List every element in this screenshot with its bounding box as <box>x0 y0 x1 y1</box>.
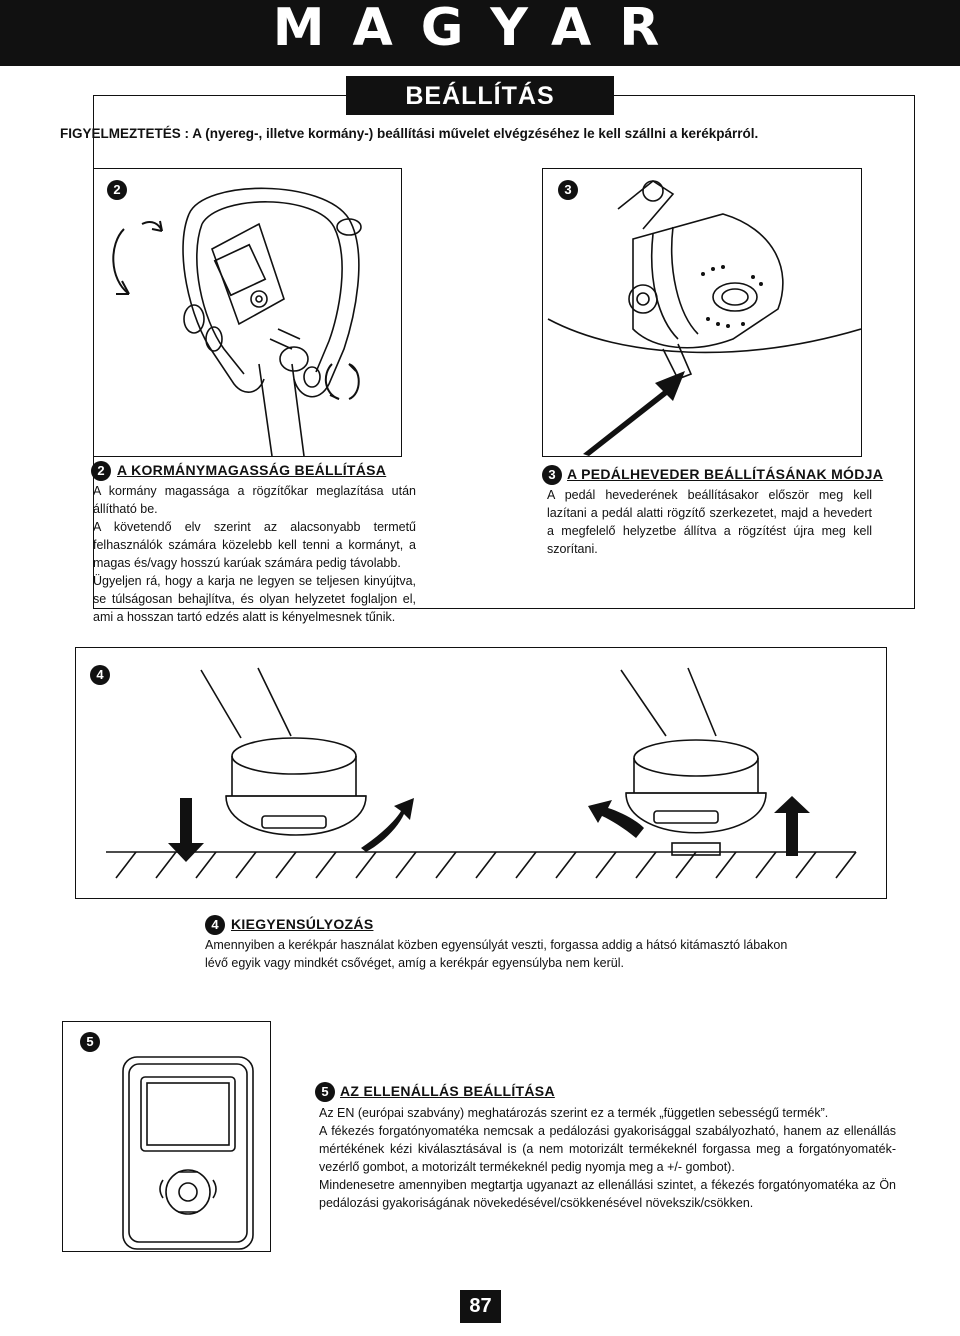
step-body: Az EN (európai szabvány) meghatározás sz… <box>319 1104 896 1212</box>
handlebar-illustration <box>112 187 362 456</box>
balance-illustration <box>106 667 857 879</box>
step-heading: AZ ELLENÁLLÁS BEÁLLÍTÁSA <box>340 1083 555 1099</box>
language-title: MAGYAR <box>272 0 688 58</box>
paragraph: A fékezés forgatónyomatéka nemcsak a ped… <box>319 1124 896 1174</box>
paragraph: A követendő elv szerint az alacsonyabb t… <box>93 520 416 570</box>
warning-text: FIGYELMEZTETÉS : A (nyereg-, illetve kor… <box>60 126 759 141</box>
figure-balance: 4 <box>75 647 887 899</box>
paragraph: Amennyiben a kerékpár használat közben e… <box>205 938 788 970</box>
figure-number: 4 <box>90 665 110 685</box>
paragraph: Mindenesetre amennyiben megtartja ugyana… <box>319 1178 896 1210</box>
header-bar <box>0 0 960 66</box>
step-number: 2 <box>91 461 111 481</box>
figure-number: 2 <box>107 180 127 200</box>
figure-number: 5 <box>80 1032 100 1052</box>
step-heading: A PEDÁLHEVEDER BEÁLLÍTÁSÁNAK MÓDJA <box>567 466 884 482</box>
paragraph: Ügyeljen rá, hogy a karja ne legyen se t… <box>93 574 416 624</box>
page-number: 87 <box>460 1290 501 1323</box>
step-body: A pedál hevederének beállításakor előszö… <box>547 486 872 558</box>
step-heading: KIEGYENSÚLYOZÁS <box>231 916 374 932</box>
paragraph: A pedál hevederének beállításakor előszö… <box>547 488 872 556</box>
paragraph: Az EN (európai szabvány) meghatározás sz… <box>319 1106 829 1120</box>
step-number: 3 <box>542 465 562 485</box>
step-number: 4 <box>205 915 225 935</box>
step-number: 5 <box>315 1082 335 1102</box>
figure-pedal: 3 <box>542 168 862 457</box>
paragraph: A kormány magassága a rögzítőkar meglazí… <box>93 484 416 516</box>
step-body: Amennyiben a kerékpár használat közben e… <box>205 936 805 972</box>
figure-handlebar: 2 <box>93 168 402 457</box>
console-illustration <box>122 1056 254 1250</box>
pedal-illustration <box>547 180 861 456</box>
section-title: BEÁLLÍTÁS <box>346 76 614 115</box>
figure-console: 5 <box>62 1021 271 1252</box>
figure-number: 3 <box>558 180 578 200</box>
step-heading: A KORMÁNYMAGASSÁG BEÁLLÍTÁSA <box>117 462 387 478</box>
step-body: A kormány magassága a rögzítőkar meglazí… <box>93 482 416 626</box>
